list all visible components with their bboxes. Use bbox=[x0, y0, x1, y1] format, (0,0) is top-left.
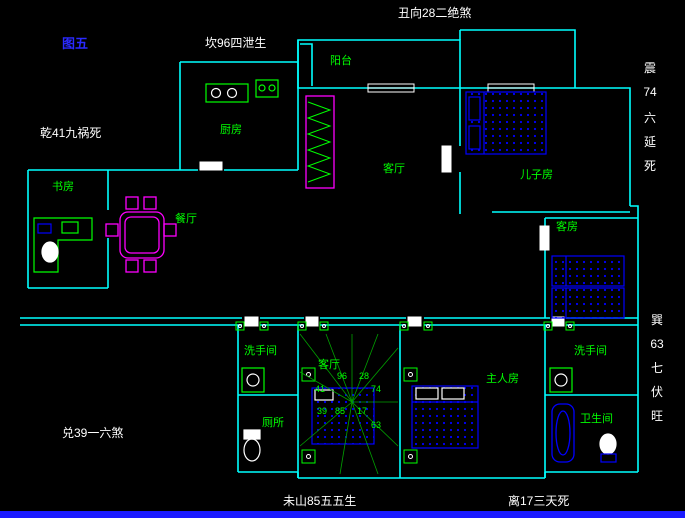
dining-table-icon bbox=[105, 196, 177, 273]
kitchen-counter-icon bbox=[205, 79, 279, 103]
kitchen-door-icon bbox=[199, 161, 223, 171]
washroom-left-label: 洗手间 bbox=[244, 343, 277, 357]
guest-beds-icon bbox=[551, 255, 625, 319]
washbasin-left-icon bbox=[241, 367, 265, 393]
bottom-bar bbox=[0, 511, 685, 518]
dining-label: 餐厅 bbox=[175, 211, 197, 225]
washbasin-right-icon bbox=[549, 367, 573, 393]
living-door-icon bbox=[441, 145, 452, 173]
kan-label: 坎96四泄生 bbox=[205, 36, 266, 50]
door-icons bbox=[199, 145, 565, 327]
study-chair-icon bbox=[41, 241, 59, 263]
study-label: 书房 bbox=[52, 180, 74, 193]
svg-text:74: 74 bbox=[371, 384, 381, 394]
svg-text:74: 74 bbox=[643, 85, 657, 99]
walls bbox=[20, 29, 639, 479]
master-bed-icon bbox=[411, 385, 479, 449]
svg-text:17: 17 bbox=[357, 406, 367, 416]
chou-label: 丑向28二绝煞 bbox=[398, 5, 471, 20]
center-room-label: 客厅 bbox=[318, 357, 340, 371]
son-bed-icon bbox=[465, 91, 547, 155]
window-icons bbox=[367, 83, 535, 93]
kitchen-label: 厨房 bbox=[220, 123, 242, 136]
wei-label: 未山85五五生 bbox=[283, 494, 356, 508]
room-labels: 阳台 厨房 客厅 儿子房 书房 餐厅 客房 洗手间 厕所 客厅 主人房 洗手间 … bbox=[52, 53, 613, 429]
svg-text:伏: 伏 bbox=[651, 385, 663, 399]
nightstand-icons bbox=[301, 367, 418, 464]
zhen-vertical-label: 震 74 六 延 死 bbox=[643, 61, 657, 173]
svg-text:63: 63 bbox=[650, 337, 664, 351]
svg-text:39: 39 bbox=[317, 406, 327, 416]
door-post-icons bbox=[235, 321, 575, 331]
svg-text:63: 63 bbox=[371, 420, 381, 430]
svg-text:七: 七 bbox=[651, 361, 663, 375]
svg-text:六: 六 bbox=[644, 111, 656, 125]
compass-lines bbox=[299, 333, 399, 475]
svg-text:死: 死 bbox=[644, 159, 656, 173]
toilet-br-icon bbox=[599, 433, 617, 463]
outer-labels: 图五 丑向28二绝煞 坎96四泄生 乾41九祸死 兑39一六煞 未山85五五生 … bbox=[40, 5, 569, 508]
qian-label: 乾41九祸死 bbox=[40, 125, 101, 140]
washroom-right-label: 洗手间 bbox=[574, 343, 607, 357]
svg-text:延: 延 bbox=[644, 135, 656, 149]
svg-text:28: 28 bbox=[359, 371, 369, 381]
svg-text:85: 85 bbox=[335, 406, 345, 416]
dui-label: 兑39一六煞 bbox=[62, 426, 123, 440]
figure-label: 图五 bbox=[62, 36, 88, 51]
master-label: 主人房 bbox=[486, 372, 519, 385]
living-label: 客厅 bbox=[383, 161, 405, 175]
xun-vertical-label: 巽 63 七 伏 旺 bbox=[650, 313, 664, 423]
guest-door-icon bbox=[539, 225, 550, 251]
bathtub-icon bbox=[551, 403, 575, 463]
svg-text:巽: 巽 bbox=[651, 313, 663, 327]
compass-numbers: 96 28 74 41 39 85 17 63 bbox=[315, 371, 381, 430]
li-label: 离17三天死 bbox=[508, 493, 569, 508]
svg-text:旺: 旺 bbox=[651, 409, 663, 423]
toilet-label: 厕所 bbox=[262, 416, 284, 429]
son-room-label: 儿子房 bbox=[520, 168, 553, 181]
plant-cabinet-icon bbox=[305, 95, 335, 189]
study-desk-icon bbox=[33, 217, 93, 273]
svg-text:震: 震 bbox=[644, 61, 656, 75]
toilet-icon bbox=[243, 429, 261, 462]
svg-text:96: 96 bbox=[337, 371, 347, 381]
bathroom-label: 卫生间 bbox=[580, 411, 613, 425]
guest-label: 客房 bbox=[556, 219, 578, 233]
svg-text:41: 41 bbox=[315, 384, 325, 394]
balcony-label: 阳台 bbox=[330, 53, 352, 67]
